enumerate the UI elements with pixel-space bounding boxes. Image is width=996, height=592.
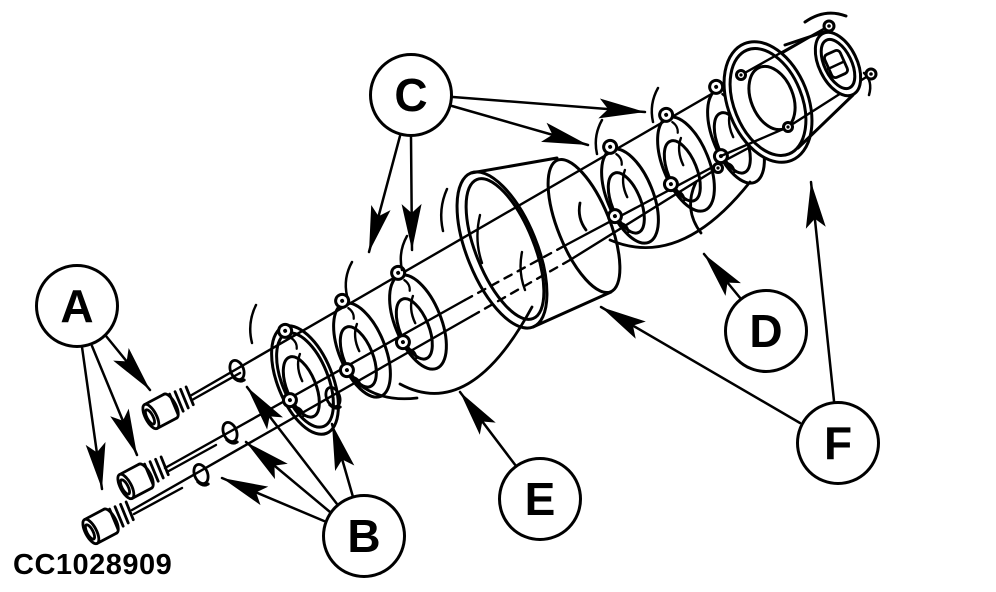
- cap-screw-3: [78, 496, 139, 548]
- callout-e: E: [498, 457, 582, 541]
- leader-b-4: [330, 422, 355, 499]
- leader-f-2: [599, 305, 802, 425]
- leader-c-2: [401, 135, 422, 252]
- thrust-washer-arc-right: [577, 180, 752, 249]
- callout-f: F: [796, 401, 880, 485]
- leader-f-1: [805, 180, 836, 403]
- leader-a-3: [80, 345, 106, 491]
- leader-d-1: [702, 252, 743, 301]
- cap-screw-2: [113, 451, 174, 503]
- bearing-ring-right-2: [636, 98, 728, 223]
- part-number: CC1028909: [13, 549, 173, 581]
- leader-c-1: [367, 134, 402, 254]
- callout-a: A: [35, 264, 119, 348]
- leader-e-1: [458, 390, 518, 468]
- cap-screw-1: [138, 381, 199, 433]
- thrust-washer-arc-left: [348, 305, 534, 401]
- bearing-cut-marks: [248, 86, 660, 345]
- leader-c-3: [450, 104, 590, 147]
- bearing-ring-left-1: [255, 314, 347, 439]
- washer-1: [225, 356, 250, 386]
- callout-c: C: [369, 53, 453, 137]
- pulley-hub: [712, 11, 878, 174]
- spacer-cylinder: [455, 156, 622, 330]
- callout-b: B: [322, 494, 406, 578]
- leader-c-4: [451, 95, 647, 119]
- leader-b-2: [244, 440, 332, 514]
- callout-d: D: [724, 289, 808, 373]
- leader-b-3: [220, 476, 326, 523]
- washer-2: [218, 418, 243, 448]
- leader-a-2: [90, 344, 139, 457]
- leader-a-1: [104, 334, 152, 392]
- leader-b-1: [245, 385, 339, 506]
- callout-leaders: [80, 95, 836, 523]
- bearing-ring-left-3: [368, 256, 460, 381]
- bolt-shank-bottom: [130, 166, 720, 516]
